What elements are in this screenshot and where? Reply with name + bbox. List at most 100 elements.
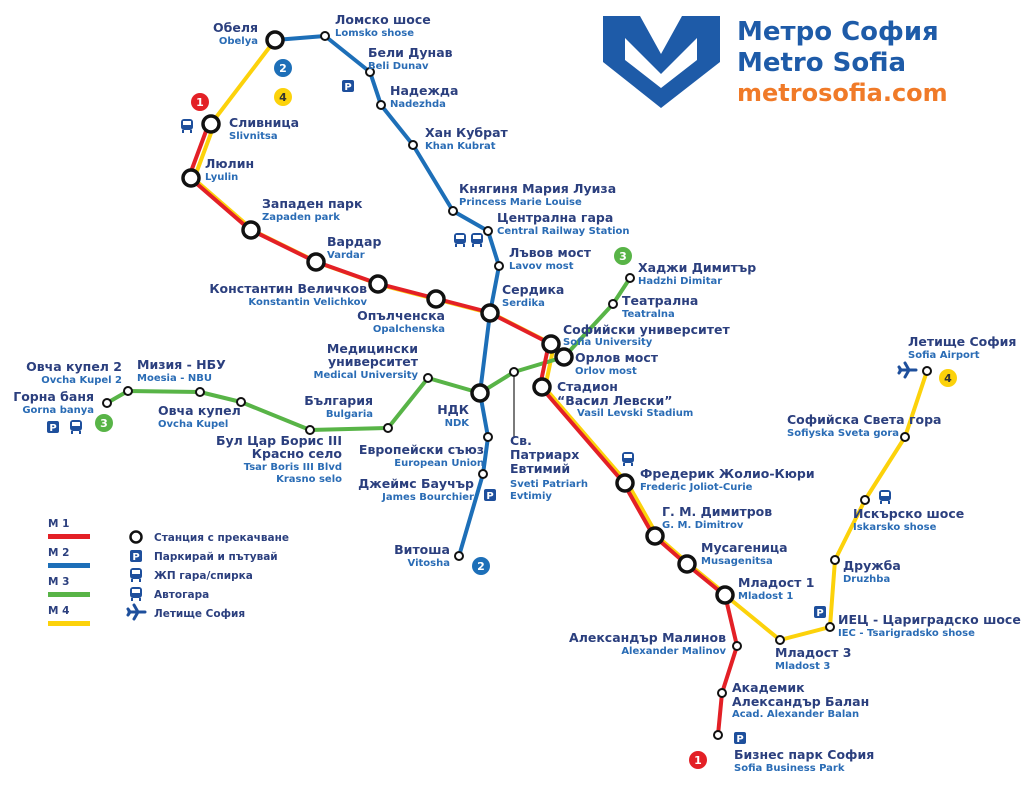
station-label-en: Vitosha [408, 558, 450, 569]
line-badge-label: 1 [196, 96, 204, 109]
station-label-bg: Патриарх [510, 447, 579, 462]
station-musagenitsa[interactable] [677, 554, 697, 574]
station-mladost3[interactable] [775, 635, 785, 645]
station-label-bg: Надежда [390, 83, 458, 98]
train-icon [471, 233, 483, 247]
station-label-bg: Фредерик Жолио-Кюри [640, 466, 815, 481]
station-label-bg: Опълченска [357, 308, 445, 323]
station-serdika[interactable] [480, 303, 500, 323]
station-label-en: Nadezhda [390, 99, 446, 110]
station-opalchenska[interactable] [426, 289, 446, 309]
line-m4-segment [209, 38, 277, 126]
station-label-en: IEC - Tsarigradsko shose [838, 628, 975, 639]
line-badge-label: 4 [279, 91, 287, 104]
parking-icon: P [814, 606, 826, 619]
station-label-bg: НДК [437, 402, 470, 417]
station-slivnitsa[interactable] [201, 114, 221, 134]
station-label-en: NDK [445, 418, 471, 429]
line-m3 [106, 276, 632, 432]
station-lavov[interactable] [494, 261, 504, 271]
station-mladost1[interactable] [715, 585, 735, 605]
station-nadezhda[interactable] [376, 100, 386, 110]
station-malinov[interactable] [732, 641, 742, 651]
station-vitosha[interactable] [454, 551, 464, 561]
station-druzhba[interactable] [830, 555, 840, 565]
station-label-bg: Красно село [252, 446, 343, 461]
station-medical[interactable] [423, 373, 433, 383]
station-velichkov[interactable] [368, 274, 388, 294]
station-label-bg: Вардар [327, 234, 381, 249]
logo-title-en: Metro Sofia [737, 48, 906, 78]
station-ndk[interactable] [470, 383, 490, 403]
line-badge-m3 [614, 247, 632, 265]
station-sveta-gora[interactable] [900, 432, 910, 442]
station-label-en: Mladost 3 [775, 661, 830, 672]
station-bourchier[interactable] [478, 469, 488, 479]
line-badge-m4 [939, 369, 957, 387]
station-central[interactable] [483, 226, 493, 236]
station-label-bg: “Васил Левски” [557, 393, 673, 408]
station-obelya[interactable] [265, 30, 285, 50]
station-iskarsko[interactable] [860, 495, 870, 505]
station-business-park[interactable] [713, 730, 723, 740]
station-bulgaria[interactable] [383, 423, 393, 433]
station-lomsko[interactable] [320, 31, 330, 41]
station-ovcha-kupel2[interactable] [123, 386, 133, 396]
station-gm-dimitrov[interactable] [645, 526, 665, 546]
station-marie-louise[interactable] [448, 206, 458, 216]
legend-line-label: М 3 [48, 576, 69, 588]
station-label-en: Ovcha Kupel [158, 419, 228, 430]
station-label-bg: ИЕЦ - Цариградско шосе [838, 612, 1021, 627]
station-label-en: Moesia - NBU [137, 373, 212, 384]
station-label-bg: Княгиня Мария Луиза [459, 181, 616, 196]
train-icon [70, 420, 82, 434]
station-patriarh[interactable] [509, 367, 519, 377]
station-label-en: Frederic Joliot-Curie [640, 482, 753, 493]
station-moesia[interactable] [195, 387, 205, 397]
station-beli-dunav[interactable] [365, 67, 375, 77]
bus-icon [622, 452, 634, 466]
airplane-icon [897, 361, 918, 379]
station-label-bg: Медицински [327, 341, 418, 356]
station-label-en: G. M. Dimitrov [662, 520, 744, 531]
station-label-en: Musagenitsa [701, 556, 773, 567]
line-badge-m1 [689, 751, 707, 769]
metro-sofia-logo [603, 16, 720, 108]
station-label-bg: Сливница [229, 115, 299, 130]
station-joliot[interactable] [615, 473, 635, 493]
station-label-en: Central Railway Station [497, 226, 630, 237]
line-badge-label: 4 [944, 372, 952, 385]
station-label-bg: Хан Кубрат [425, 125, 509, 140]
station-khan-kubrat[interactable] [408, 140, 418, 150]
station-gorna-banya[interactable] [102, 398, 112, 408]
station-label-bg: Орлов мост [575, 350, 659, 365]
station-lyulin[interactable] [181, 168, 201, 188]
station-zapaden[interactable] [241, 220, 261, 240]
station-teatralna[interactable] [608, 299, 618, 309]
station-hadzhi[interactable] [625, 273, 635, 283]
station-vardar[interactable] [306, 252, 326, 272]
station-ovcha-kupel[interactable] [236, 397, 246, 407]
station-eu[interactable] [483, 432, 493, 442]
station-stadion[interactable] [532, 377, 552, 397]
station-iec[interactable] [825, 622, 835, 632]
svg-text:P: P [49, 423, 56, 434]
station-sofia-univ[interactable] [541, 334, 561, 354]
station-tsar-boris[interactable] [305, 425, 315, 435]
station-label-en: Teatralna [622, 309, 675, 320]
station-label-en: Medical University [314, 370, 419, 381]
station-label-bg: Лъвов мост [509, 245, 592, 260]
station-label-bg: Бул Цар Борис III [216, 433, 342, 448]
station-label-en: Khan Kubrat [425, 141, 496, 152]
station-label-bg: Хаджи Димитър [638, 260, 756, 275]
station-label-bg: Св. [510, 433, 532, 448]
line-badge-label: 2 [279, 62, 287, 75]
legend-symbol-label: Автогара [154, 589, 209, 601]
station-label-en: Serdika [502, 298, 545, 309]
station-airport[interactable] [922, 366, 932, 376]
station-label-en: Sofiyska Sveta gora [787, 428, 899, 439]
station-label-en: Sofia University [563, 337, 653, 348]
station-orlov[interactable] [554, 347, 574, 367]
station-label-bg: Александър Малинов [569, 630, 726, 645]
station-balan[interactable] [717, 688, 727, 698]
